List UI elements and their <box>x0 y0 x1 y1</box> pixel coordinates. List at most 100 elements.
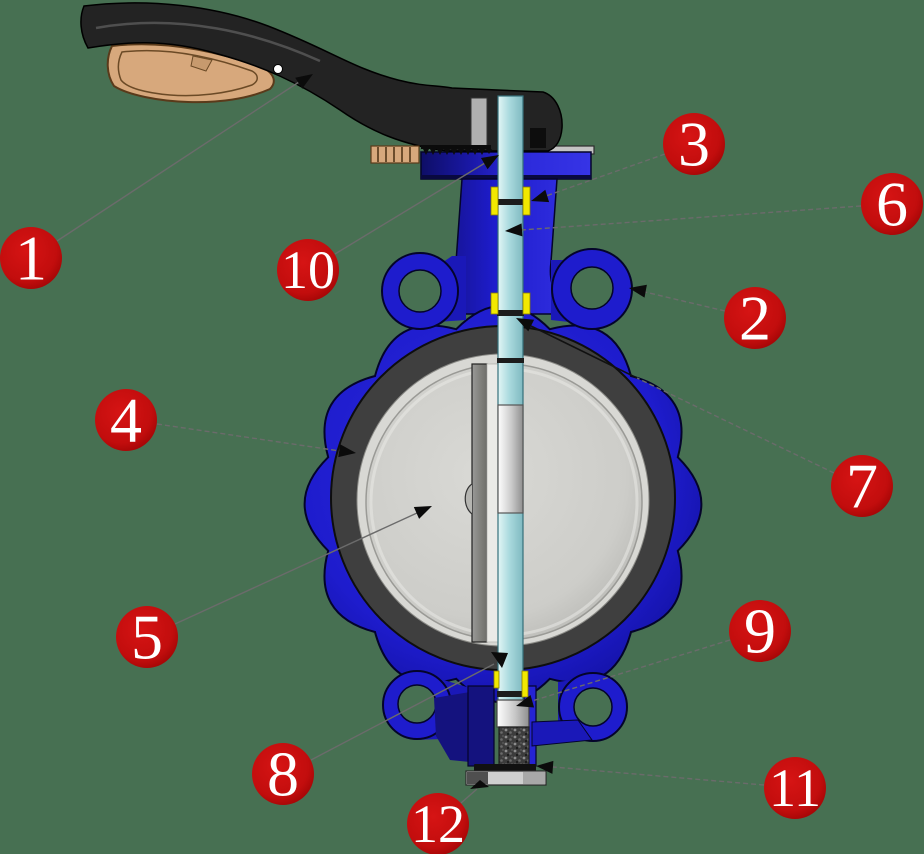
ratchet-lock <box>370 145 420 164</box>
callout-4: 4 <box>95 385 157 456</box>
arrowhead-1 <box>295 74 313 89</box>
ratchet-teeth <box>421 145 492 155</box>
callout-circle-6 <box>861 173 923 235</box>
nut-facet-left <box>467 772 488 784</box>
lug-hole-top-right <box>570 266 614 310</box>
stem-nut <box>465 770 547 786</box>
stem-band-1 <box>497 199 524 205</box>
bottom-hardware <box>465 699 547 786</box>
callout-5: 5 <box>116 602 178 673</box>
stem-band-2 <box>497 310 524 316</box>
bushing-upper-right <box>522 186 531 216</box>
boss-left <box>467 685 495 767</box>
lug-top-left <box>381 252 466 330</box>
stem-band-3 <box>497 358 524 363</box>
leader-line-5 <box>174 512 418 625</box>
arrowhead-5 <box>413 506 432 519</box>
leader-line-7a <box>636 377 835 474</box>
callout-label-3: 3 <box>678 109 710 180</box>
arrowhead-8 <box>491 652 508 668</box>
callout-circle-10 <box>277 239 339 301</box>
valve-illustration <box>80 2 703 786</box>
callout-label-9: 9 <box>744 596 776 667</box>
stem-band-4 <box>497 691 524 697</box>
callout-6: 6 <box>861 169 923 240</box>
disc-gap <box>486 363 499 643</box>
bushing-upper-left <box>490 186 499 216</box>
callout-label-4: 4 <box>110 385 142 456</box>
callouts: 1 2 3 4 5 6 7 8 <box>0 109 923 854</box>
callout-circle-4 <box>95 389 157 451</box>
arrowhead-9 <box>516 695 535 708</box>
arrowhead-10 <box>481 155 499 170</box>
callout-circle-11 <box>764 757 826 819</box>
stem-assembly <box>490 95 531 703</box>
leader-line-6 <box>520 205 862 231</box>
callout-label-2: 2 <box>739 283 771 354</box>
lug-hole-top-left <box>398 269 442 313</box>
leader-line-1 <box>56 81 300 242</box>
leader-line-10 <box>334 162 486 255</box>
callout-label-6: 6 <box>876 169 908 240</box>
lug-top-right <box>551 248 633 330</box>
bushing-lower-right <box>522 292 531 315</box>
grip-notch <box>190 55 213 72</box>
callout-circle-9 <box>729 600 791 662</box>
callout-circle-12 <box>407 793 469 854</box>
leader-line-8 <box>310 663 495 761</box>
callout-8: 8 <box>252 739 314 810</box>
lug-hole-bottom-right <box>573 687 613 727</box>
stem-hub-silver <box>497 404 524 514</box>
arrowhead-2 <box>629 284 647 298</box>
bushing-lower-left <box>490 292 499 315</box>
callout-label-7: 7 <box>846 451 878 522</box>
handle-grip-inner-line <box>117 49 258 97</box>
boss-flange-right <box>531 719 593 747</box>
callout-7: 7 <box>831 451 893 522</box>
leader-lines <box>56 74 862 804</box>
bottom-boss <box>434 685 593 767</box>
callout-3: 3 <box>663 109 725 180</box>
stem <box>497 95 524 703</box>
callout-circle-8 <box>252 743 314 805</box>
leader-line-9 <box>531 639 731 702</box>
callout-9: 9 <box>729 596 791 667</box>
callout-2: 2 <box>724 283 786 354</box>
arrowhead-11 <box>536 760 554 774</box>
handle-slot-strip <box>470 97 488 149</box>
leader-line-7b <box>530 325 638 379</box>
disc-hub-boss <box>464 483 473 515</box>
leader-line-12 <box>460 788 478 804</box>
callout-11: 11 <box>764 757 826 819</box>
callout-circle-7 <box>831 455 893 517</box>
callout-circle-3 <box>663 113 725 175</box>
handle-lever <box>80 2 563 152</box>
callout-label-10: 10 <box>281 240 335 300</box>
callout-12: 12 <box>407 793 469 854</box>
callout-circle-2 <box>724 287 786 349</box>
leader-line-4 <box>156 423 341 452</box>
handle-highlight <box>95 21 321 63</box>
arrowhead-3 <box>531 189 550 203</box>
nut-facet-right <box>523 772 545 784</box>
callout-circle-1 <box>0 227 62 289</box>
leader-line-3 <box>545 153 666 197</box>
arrowhead-4 <box>338 444 356 458</box>
callout-label-11: 11 <box>769 758 821 818</box>
boss-shadow-left <box>434 692 470 762</box>
handle-assembly <box>80 2 563 164</box>
arrowhead-7 <box>516 318 535 332</box>
arrowhead-12 <box>470 780 489 789</box>
bushing-bottom-right <box>521 670 529 698</box>
washer <box>474 764 536 772</box>
arrowhead-6 <box>505 223 523 237</box>
callout-label-5: 5 <box>131 602 163 673</box>
disc-section-slab <box>471 363 488 643</box>
ratchet-lock-lines <box>377 147 411 162</box>
callout-label-12: 12 <box>411 794 465 854</box>
leader-line-11 <box>552 766 765 786</box>
callout-label-1: 1 <box>15 223 47 294</box>
handle-notch <box>530 128 546 148</box>
callout-circle-5 <box>116 606 178 668</box>
